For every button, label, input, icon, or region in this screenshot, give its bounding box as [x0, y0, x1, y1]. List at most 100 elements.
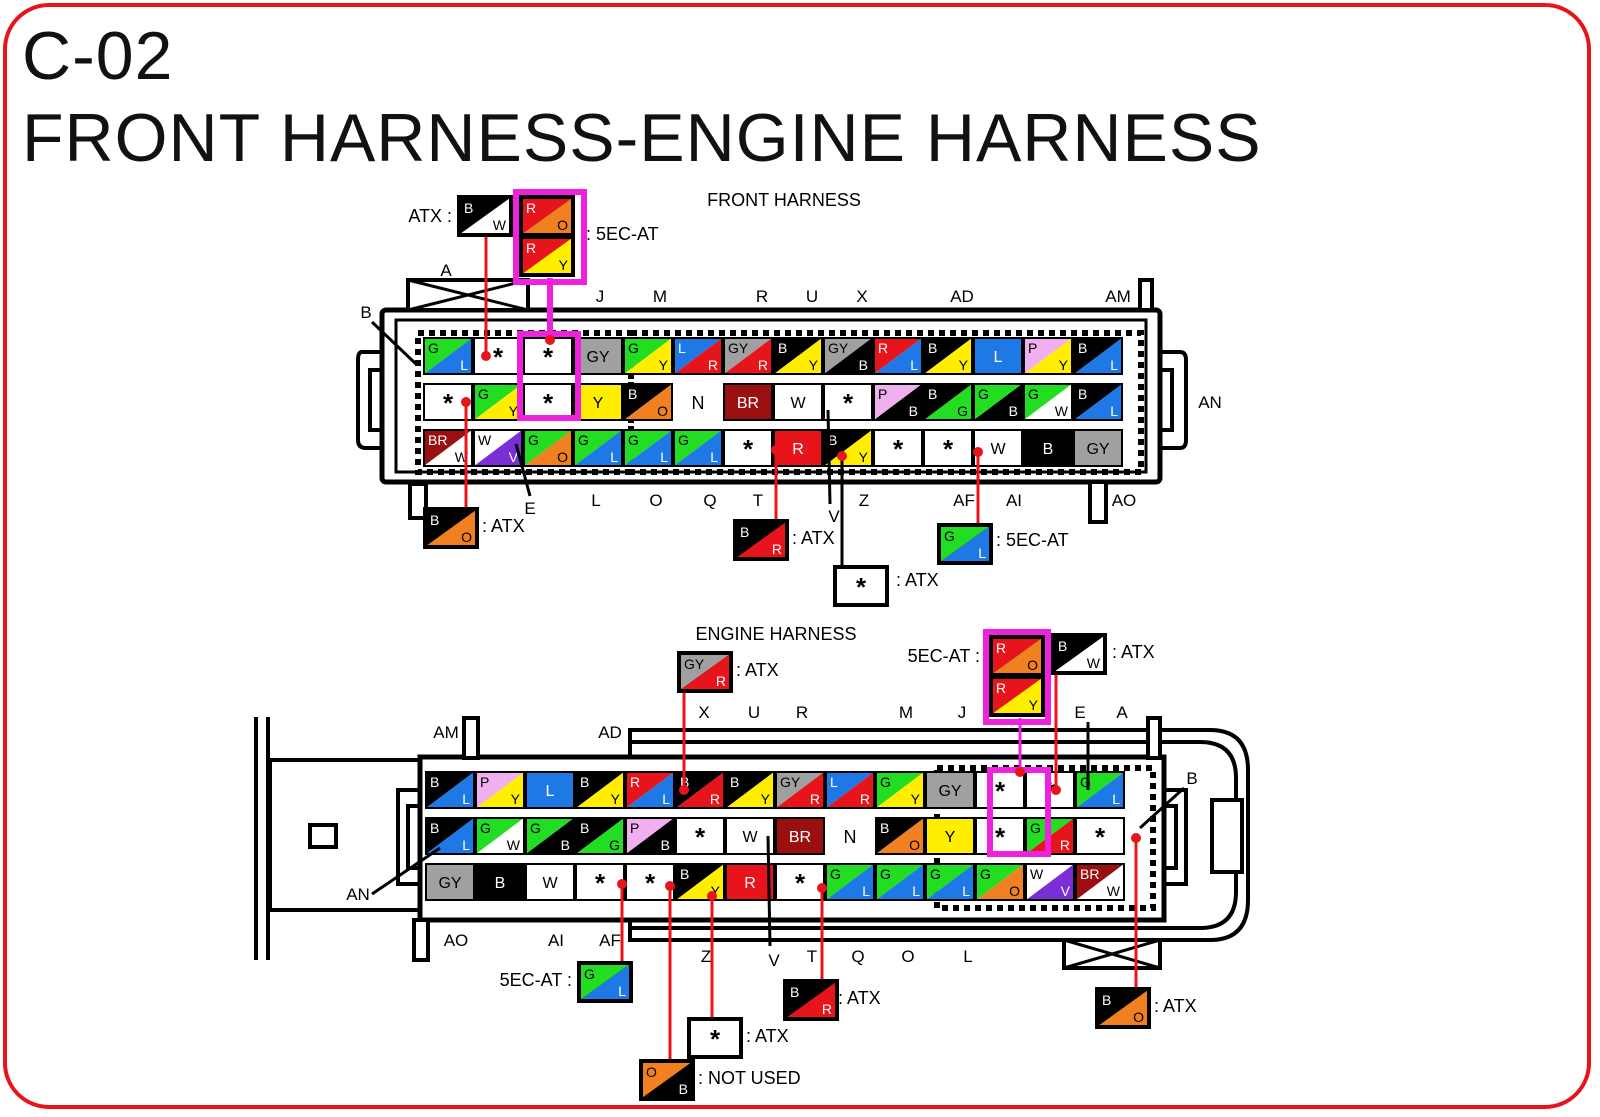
wire-stripe-letter: L	[912, 883, 920, 899]
wire-stripe-letter: Y	[559, 257, 569, 273]
callout-label: : ATX	[838, 988, 881, 1008]
wire-primary-letter: B	[828, 432, 837, 448]
wire-primary-letter: G	[530, 820, 541, 836]
pin-label: M	[899, 703, 913, 722]
wire-stripe-letter: B	[859, 357, 868, 373]
terminal-cell: R	[725, 863, 775, 901]
pin-label: X	[698, 703, 709, 722]
wire-stripe-letter: R	[810, 791, 820, 807]
star-mark: *	[493, 342, 504, 372]
pin-label: Q	[851, 947, 864, 966]
pin-label: V	[828, 507, 840, 526]
pin-label: R	[796, 703, 808, 722]
star-mark: *	[995, 822, 1006, 852]
terminal-cell: W/VWV	[473, 429, 523, 467]
terminal-cell: G/BGB	[525, 817, 575, 855]
wire-stripe-letter: L	[462, 791, 470, 807]
terminal-cell: Y	[573, 383, 623, 421]
terminal-cell: L	[525, 771, 575, 809]
pin-label: AI	[548, 931, 564, 950]
wire-primary-letter: R	[526, 200, 536, 216]
wire-code: W	[742, 829, 758, 846]
terminal-cell: B/YBY	[773, 337, 823, 375]
terminal-cell: *	[1075, 817, 1125, 855]
wire-code: W	[790, 395, 806, 412]
wire-primary-letter: B	[430, 512, 439, 528]
terminal-cell: *	[975, 817, 1025, 855]
terminal-cell: *	[625, 863, 675, 901]
wire-stripe-letter: O	[1009, 883, 1020, 899]
wire-primary-letter: B	[1078, 340, 1087, 356]
wire-primary-letter: B	[628, 386, 637, 402]
wire-primary-letter: G	[628, 340, 639, 356]
engine-terminal-grid: B/LBLP/YPYLB/YBYR/LRLB/RBRB/YBYGY/RGYRL/…	[425, 767, 1125, 901]
engine-harness-caption: ENGINE HARNESS	[695, 624, 856, 644]
terminal-cell: B/LBL	[425, 771, 475, 809]
wire-primary-letter: G	[830, 866, 841, 882]
wire-stripe-letter: Y	[1029, 697, 1039, 713]
callout-terminal: B/OBO	[425, 509, 477, 547]
wire-stripe-letter: O	[1133, 1009, 1144, 1025]
wire-stripe-letter: W	[1055, 403, 1069, 419]
front-cavity-groups	[415, 330, 1144, 475]
terminal-cell: Y	[925, 817, 975, 855]
terminal-cell: R	[773, 429, 823, 467]
wire-stripe-letter: L	[610, 449, 618, 465]
terminal-cell: B/LBL	[425, 817, 475, 855]
wire-stripe-letter: G	[957, 403, 968, 419]
terminal-cell: BR	[723, 383, 773, 421]
wire-primary-letter: BR	[1080, 866, 1099, 882]
star-mark: *	[856, 572, 867, 602]
wire-primary-letter: R	[630, 774, 640, 790]
wire-primary-letter: B	[580, 774, 589, 790]
wire-stripe-letter: L	[662, 791, 670, 807]
wire-stripe-letter: Y	[711, 883, 721, 899]
pin-label: X	[856, 287, 867, 306]
pin-label: L	[591, 491, 600, 510]
pin-label: O	[901, 947, 914, 966]
pin-label: A	[440, 261, 452, 280]
wire-code: Y	[945, 829, 956, 846]
star-mark: *	[710, 1024, 721, 1054]
callout-terminal: R/YRY	[991, 677, 1043, 715]
terminal-cell: BR/WBRW	[1075, 863, 1125, 901]
callout-label: : ATX	[482, 516, 525, 536]
wire-stripe-letter: R	[708, 357, 718, 373]
wire-primary-letter: R	[526, 240, 536, 256]
callout: O/BOB: NOT USED	[639, 881, 801, 1101]
wire-stripe-letter: O	[1027, 657, 1038, 673]
position-letter: N	[692, 393, 705, 413]
callout-terminal: R/ORO	[991, 637, 1043, 675]
callout-terminal: R/ORO	[521, 197, 573, 235]
wire-primary-letter: B	[1058, 638, 1067, 654]
wire-primary-letter: G	[678, 432, 689, 448]
wire-stripe-letter: Y	[659, 357, 669, 373]
terminal-cell: N	[692, 393, 705, 413]
callout-terminal: *	[689, 1019, 741, 1057]
terminal-cell: G/LGL	[925, 863, 975, 901]
terminal-cell: B/GBG	[575, 817, 625, 855]
terminal-cell: *	[823, 383, 873, 421]
callout-terminal: B/RBR	[785, 981, 837, 1019]
terminal-cell: BR	[775, 817, 825, 855]
wire-stripe-letter: W	[507, 837, 521, 853]
wire-primary-letter: R	[996, 640, 1006, 656]
wire-code: W	[542, 875, 558, 892]
pin-label: Z	[859, 491, 869, 510]
wire-primary-letter: G	[978, 386, 989, 402]
star-mark: *	[843, 388, 854, 418]
callout: B/WBWATX :	[408, 195, 513, 361]
terminal-cell: G/WGW	[1023, 383, 1073, 421]
callout: R/ORO	[519, 195, 575, 237]
front-callouts: B/WBWATX :R/OROR/YRY: 5EC-ATB/OBO: ATXB/…	[408, 189, 1069, 607]
front-harness-caption: FRONT HARNESS	[707, 190, 861, 210]
callout-label: : ATX	[896, 570, 939, 590]
star-mark: *	[795, 868, 806, 898]
terminal-cell: GY	[1073, 429, 1123, 467]
wire-primary-letter: B	[928, 386, 937, 402]
wire-primary-letter: G	[930, 866, 941, 882]
